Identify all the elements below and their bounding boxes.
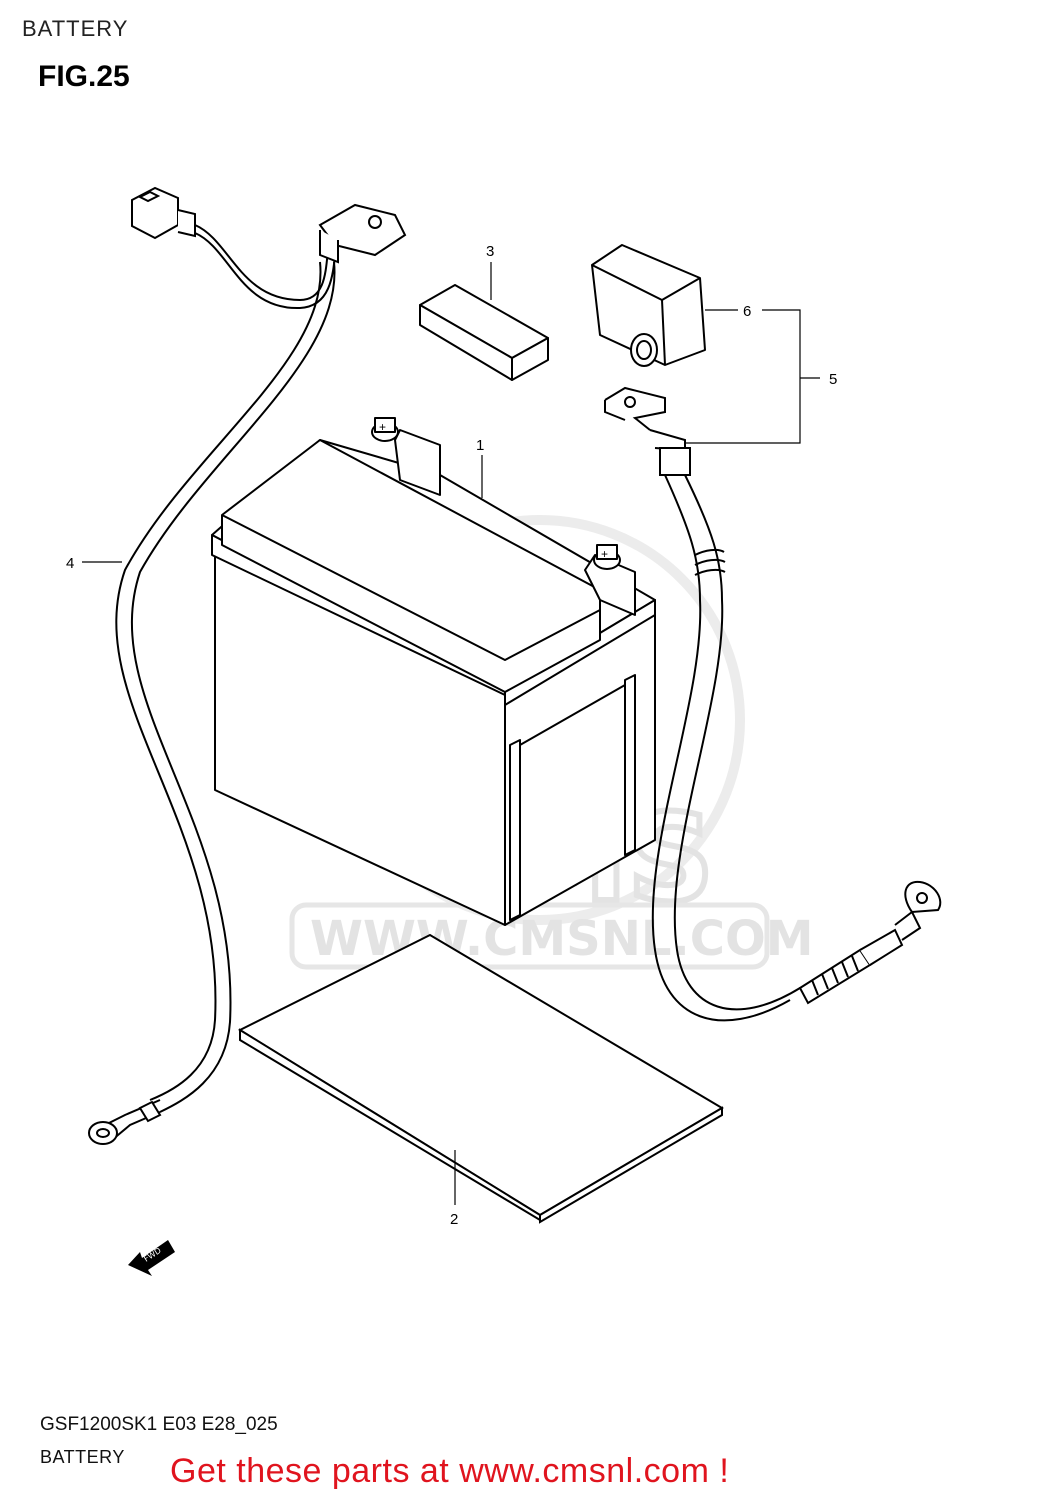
terminal-cover-part-6 bbox=[591, 244, 706, 367]
callout-leaders bbox=[82, 262, 820, 1205]
battery-spacer-part-3 bbox=[419, 284, 549, 381]
section-name: BATTERY bbox=[40, 1447, 125, 1467]
callout-3: 3 bbox=[486, 243, 494, 260]
battery-part-1: + + bbox=[211, 417, 656, 926]
fwd-arrow-icon: FWD bbox=[128, 1240, 175, 1276]
page-title: BATTERY bbox=[22, 16, 129, 41]
battery-sheet-part-2 bbox=[237, 933, 724, 1224]
cable-part-5 bbox=[604, 386, 942, 1022]
svg-text:+: + bbox=[379, 420, 386, 434]
callout-2: 2 bbox=[450, 1211, 458, 1228]
callout-6: 6 bbox=[743, 303, 751, 320]
callout-numbers: 1 2 3 4 5 6 bbox=[66, 243, 837, 1228]
cta-link[interactable]: Get these parts at www.cmsnl.com ! bbox=[170, 1452, 730, 1490]
svg-text:+: + bbox=[601, 547, 608, 561]
callout-5: 5 bbox=[829, 371, 837, 388]
figure-label: FIG.25 bbox=[38, 60, 130, 93]
callout-1: 1 bbox=[476, 437, 484, 454]
cable-part-4 bbox=[88, 186, 407, 1145]
model-code: GSF1200SK1 E03 E28_025 bbox=[40, 1414, 278, 1435]
callout-4: 4 bbox=[66, 555, 74, 572]
